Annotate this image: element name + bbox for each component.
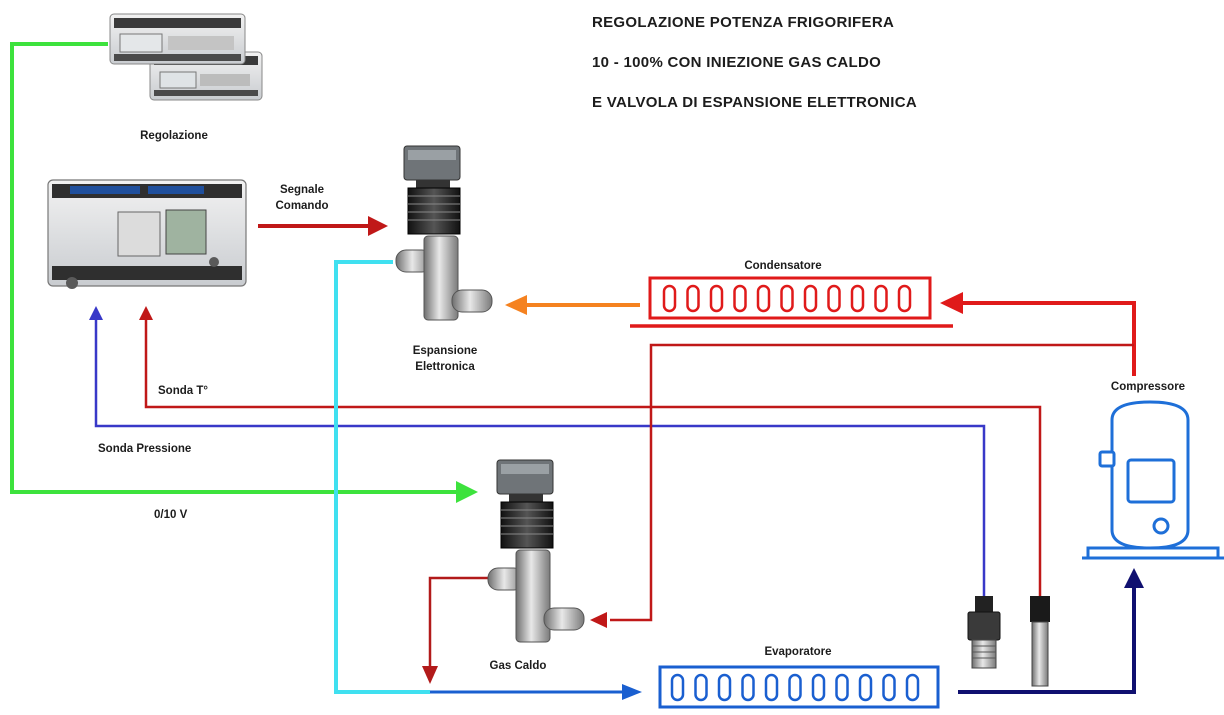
pressure-probe-arrowhead <box>89 306 103 320</box>
regolazione-label: Regolazione <box>140 130 208 142</box>
expansion-valve <box>396 146 492 320</box>
signal-0-10v-arrowhead <box>456 481 478 503</box>
suction-arrowhead <box>1124 568 1144 588</box>
title-line1: REGOLAZIONE POTENZA FRIGORIFERA <box>592 14 894 31</box>
hot-gas-valve-outlet-arrowhead <box>422 666 438 684</box>
hot-gas-valve <box>488 460 584 642</box>
condenser-coil <box>630 278 953 326</box>
signal-0-10v-label: 0/10 V <box>154 509 188 521</box>
temperature-sensor <box>1030 596 1050 686</box>
compressor <box>1082 402 1224 558</box>
temperature-probe-line <box>146 318 1040 598</box>
evaporatore-label: Evaporatore <box>764 646 831 658</box>
espansione-label-line2: Elettronica <box>415 361 475 373</box>
hot-gas-valve-outlet-line <box>430 578 488 672</box>
segnale-label-line1: Segnale <box>280 184 324 196</box>
gas-caldo-label: Gas Caldo <box>490 660 547 672</box>
title-line2: 10 - 100% CON INIEZIONE GAS CALDO <box>592 54 881 71</box>
evaporator-coil <box>660 667 938 707</box>
control-signal-arrowhead <box>368 216 388 236</box>
pressure-sensor <box>968 596 1000 668</box>
hot-gas-arrowhead <box>590 612 607 628</box>
liquid-arrowhead <box>505 295 527 315</box>
condensatore-label: Condensatore <box>744 260 821 272</box>
discharge-arrowhead <box>940 292 963 314</box>
hot-gas-line <box>610 345 1134 620</box>
sonda-pressione-label: Sonda Pressione <box>98 443 191 455</box>
title-line3: E VALVOLA DI ESPANSIONE ELETTRONICA <box>592 94 917 111</box>
controller-unit-front <box>110 14 245 64</box>
evaporator-inlet-arrowhead <box>622 684 642 700</box>
expansion-outlet-line <box>336 262 430 692</box>
temperature-probe-arrowhead <box>139 306 153 320</box>
compressore-label: Compressore <box>1111 381 1185 393</box>
din-rail-controller <box>48 180 246 289</box>
espansione-label-line1: Espansione <box>413 345 478 357</box>
discharge-line <box>960 303 1134 376</box>
sonda-t-label: Sonda T° <box>158 385 208 397</box>
segnale-label-line2: Comando <box>275 200 328 212</box>
